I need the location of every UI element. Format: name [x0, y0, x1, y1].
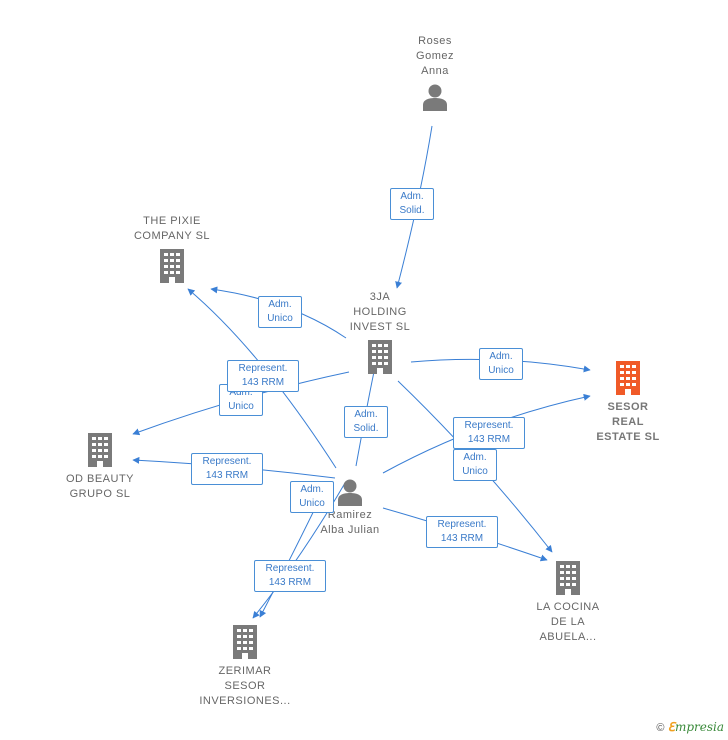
node-roses-gomez-anna[interactable]: Roses Gomez Anna	[395, 34, 475, 113]
node-ramirez-alba-julian[interactable]: Ramirez Alba Julian	[305, 478, 395, 538]
node-label: Ramirez Alba Julian	[320, 509, 380, 536]
node-od-beauty-grupo[interactable]: OD BEAUTY GRUPO SL	[55, 432, 145, 502]
person-icon	[423, 84, 447, 111]
edge-label-roses-holding[interactable]: Adm. Solid.	[390, 188, 434, 220]
edge-ramirez-zerimar-adm	[252, 482, 346, 619]
person-icon	[338, 479, 362, 506]
node-the-pixie-company[interactable]: THE PIXIE COMPANY SL	[122, 214, 222, 284]
node-3ja-holding-invest[interactable]: 3JA HOLDING INVEST SL	[335, 290, 425, 375]
node-label: Roses Gomez Anna	[416, 35, 454, 77]
node-sesor-real-estate[interactable]: SESOR REAL ESTATE SL	[583, 360, 673, 445]
node-label: SESOR REAL ESTATE SL	[596, 401, 660, 443]
building-icon	[88, 433, 112, 467]
node-label: ZERIMAR SESOR INVERSIONES...	[199, 665, 291, 707]
node-label: 3JA HOLDING INVEST SL	[349, 291, 411, 333]
edge-label-ramirez-odbeauty[interactable]: Represent. 143 RRM	[191, 453, 263, 485]
node-label: LA COCINA DE LA ABUELA...	[536, 601, 600, 643]
edge-label-ramirez-sesor[interactable]: Represent. 143 RRM	[453, 417, 525, 449]
edge-label-ramirez-zerimar-adm[interactable]: Adm. Unico	[290, 481, 334, 513]
building-icon	[616, 361, 640, 395]
edge-label-holding-pixie[interactable]: Adm. Unico	[258, 296, 302, 328]
building-icon	[160, 249, 184, 283]
building-icon	[368, 340, 392, 374]
building-icon	[556, 561, 580, 595]
edge-label-ramirez-cocina[interactable]: Represent. 143 RRM	[426, 516, 498, 548]
edge-label-ramirez-holding[interactable]: Adm. Solid.	[344, 406, 388, 438]
building-icon	[233, 625, 257, 659]
node-label: THE PIXIE COMPANY SL	[133, 215, 211, 242]
edge-label-ramirez-pixie[interactable]: Represent. 143 RRM	[227, 360, 299, 392]
node-la-cocina-de-la-abuela[interactable]: LA COCINA DE LA ABUELA...	[523, 560, 613, 645]
footer-brand: © ℇmpresia	[656, 720, 724, 734]
node-zerimar-sesor-inversiones[interactable]: ZERIMAR SESOR INVERSIONES...	[190, 624, 300, 709]
edge-label-holding-sesor[interactable]: Adm. Unico	[479, 348, 523, 380]
empresia-logo: ℇmpresia	[667, 720, 724, 734]
edge-label-holding-cocina[interactable]: Adm. Unico	[453, 449, 497, 481]
node-label: OD BEAUTY GRUPO SL	[65, 473, 135, 500]
edge-label-ramirez-zerimar-rep[interactable]: Represent. 143 RRM	[254, 560, 326, 592]
copyright-symbol: ©	[656, 722, 665, 734]
